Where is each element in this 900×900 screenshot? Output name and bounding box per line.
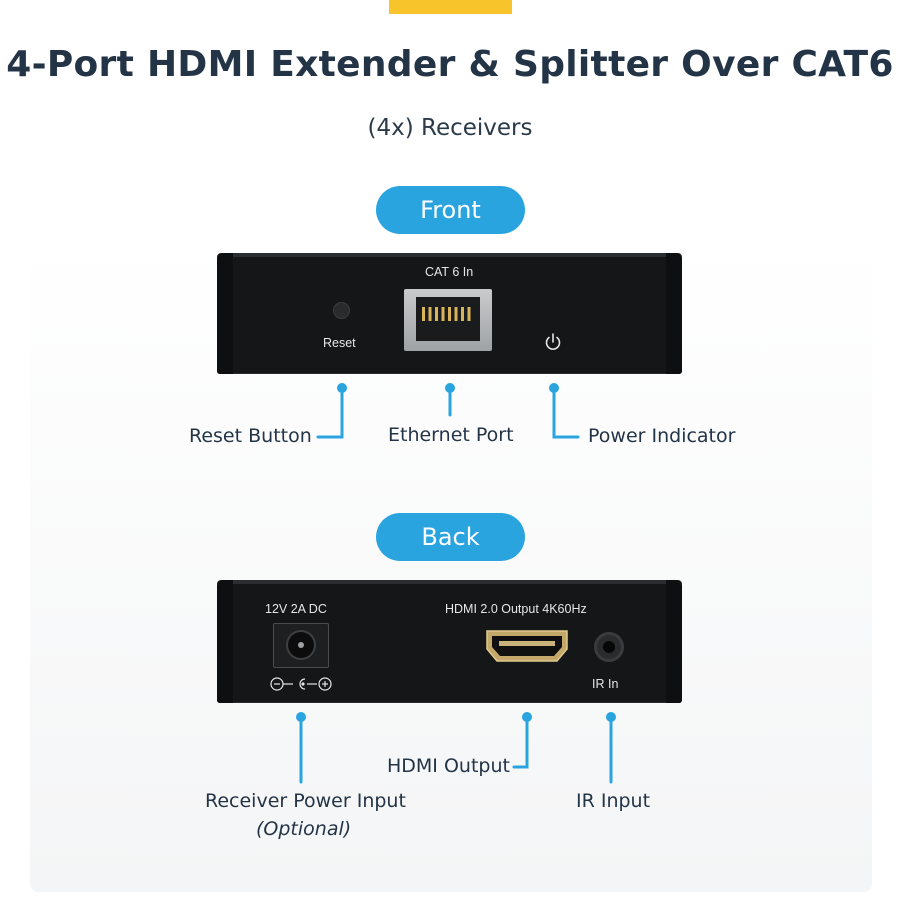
callout-ethernet-port: Ethernet Port <box>388 424 514 446</box>
device-right-lip <box>666 580 682 703</box>
callout-receiver-power-note: (Optional) <box>256 818 352 840</box>
front-section-pill: Front <box>376 186 525 234</box>
back-section-pill: Back <box>376 513 525 561</box>
callout-power-indicator: Power Indicator <box>588 425 736 447</box>
device-top-edge <box>217 580 682 584</box>
device-top-edge <box>217 253 682 257</box>
power-leader-dot <box>549 383 559 393</box>
ir-in-label: IR In <box>592 677 619 691</box>
accent-bar <box>389 0 512 14</box>
hdmi-leader-dot <box>522 712 532 722</box>
ethernet-leader-dot <box>445 383 455 393</box>
hdmi-port-icon <box>486 630 568 662</box>
hdmi-leader-line <box>512 716 529 769</box>
cat6-in-label: CAT 6 In <box>425 265 474 279</box>
device-left-lip <box>217 253 233 374</box>
power-leader-line <box>552 388 580 439</box>
callout-receiver-power-input: Receiver Power Input <box>205 790 406 812</box>
hdmi-spec-label: HDMI 2.0 Output 4K60Hz <box>445 602 587 616</box>
power-spec-label: 12V 2A DC <box>265 602 327 616</box>
page-title: 4-Port HDMI Extender & Splitter Over CAT… <box>6 44 894 85</box>
device-left-lip <box>217 580 233 703</box>
callout-ir-input: IR Input <box>576 790 651 812</box>
page-subtitle: (4x) Receivers <box>367 115 533 141</box>
power-icon <box>545 333 561 350</box>
reset-label: Reset <box>323 336 356 350</box>
dc-polarity-icon <box>270 677 332 691</box>
reset-button-icon <box>333 302 350 319</box>
back-device-panel: 12V 2A DC HDMI 2.0 Output 4K60Hz IR In <box>217 580 682 703</box>
callout-hdmi-output: HDMI Output <box>387 755 510 777</box>
reset-leader-dot <box>337 383 347 393</box>
front-device-panel: CAT 6 In Reset <box>217 253 682 374</box>
receiver-power-leader-dot <box>296 712 306 722</box>
reset-leader-line <box>316 388 344 439</box>
dc-jack-icon <box>273 623 329 668</box>
device-right-lip <box>666 253 682 374</box>
ir-leader-dot <box>606 712 616 722</box>
audio-jack-icon <box>594 632 624 662</box>
callout-reset-button: Reset Button <box>189 425 312 447</box>
rj45-port-icon <box>404 289 492 351</box>
